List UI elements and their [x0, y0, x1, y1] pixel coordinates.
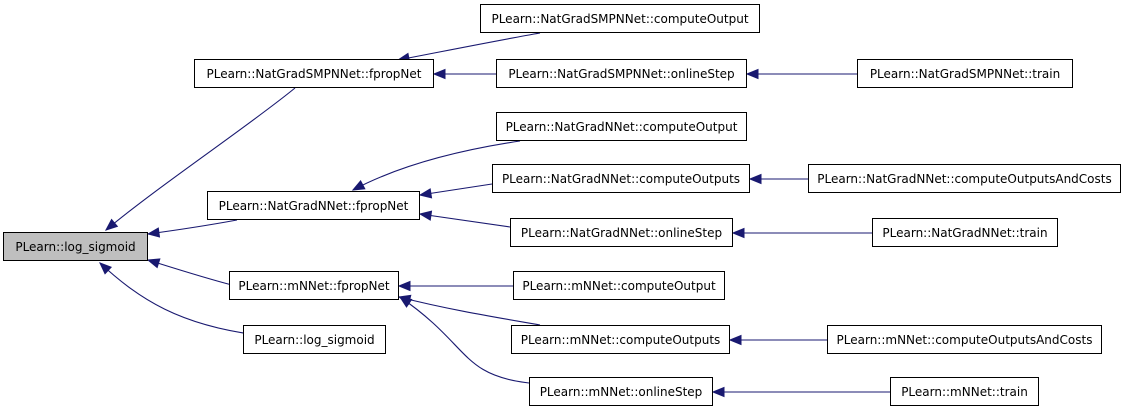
edge-n7-to-n5 [418, 183, 493, 199]
node-natgradsmpnnet-computeoutput[interactable]: PLearn::NatGradSMPNNet::computeOutput [480, 4, 760, 33]
arrowhead-icon [432, 68, 446, 80]
edge-n14-to-n13 [728, 334, 827, 346]
arrowhead-icon [748, 173, 762, 185]
node-natgradnnet-onlinestep[interactable]: PLearn::NatGradNNet::onlineStep [510, 218, 733, 247]
edge-n11-to-n0 [146, 258, 233, 286]
edge-line [147, 259, 233, 286]
edge-line [399, 296, 530, 384]
edge-n8-to-n7 [748, 173, 808, 185]
edge-line [419, 213, 511, 228]
edge-n17-to-n0 [99, 262, 258, 336]
node-natgradsmpnnet-fpropnet[interactable]: PLearn::NatGradSMPNNet::fpropNet [194, 59, 434, 88]
edge-n4-to-n3 [745, 68, 857, 80]
arrowhead-icon [398, 296, 413, 308]
node-natgradsmpnnet-onlinestep[interactable]: PLearn::NatGradSMPNNet::onlineStep [496, 59, 747, 88]
node-natgradnnet-fpropnet[interactable]: PLearn::NatGradNNet::fpropNet [207, 191, 420, 220]
node-mnnet-train[interactable]: PLearn::mNNet::train [890, 377, 1039, 406]
arrowhead-icon [351, 179, 366, 191]
arrowhead-icon [418, 188, 433, 199]
node-mnnet-fpropnet[interactable]: PLearn::mNNet::fpropNet [229, 271, 399, 300]
edge-n15-to-n11 [398, 296, 530, 384]
edge-n3-to-n1 [432, 68, 496, 80]
node-natgradnnet-computeoutputsandcosts[interactable]: PLearn::NatGradNNet::computeOutputsAndCo… [808, 164, 1121, 193]
node-natgradnnet-computeoutputs[interactable]: PLearn::NatGradNNet::computeOutputs [492, 164, 750, 193]
edge-n9-to-n5 [418, 210, 511, 228]
node-log-sigmoid-root[interactable]: PLearn::log_sigmoid [3, 232, 148, 261]
arrowhead-icon [728, 334, 742, 346]
edge-n2-to-n1 [396, 32, 541, 63]
edge-n1-to-n0 [104, 87, 296, 231]
arrowhead-icon [731, 227, 745, 239]
arrowhead-icon [99, 262, 113, 275]
node-mnnet-computeoutputs[interactable]: PLearn::mNNet::computeOutputs [511, 325, 730, 354]
node-mnnet-onlinestep[interactable]: PLearn::mNNet::onlineStep [529, 377, 713, 406]
node-natgradnnet-train[interactable]: PLearn::NatGradNNet::train [872, 218, 1058, 247]
edge-line [398, 296, 541, 326]
node-mnnet-computeoutput[interactable]: PLearn::mNNet::computeOutput [513, 271, 725, 300]
edge-n10-to-n9 [731, 227, 872, 239]
arrowhead-icon [397, 280, 411, 292]
edge-n16-to-n15 [711, 386, 890, 398]
arrowhead-icon [146, 258, 161, 269]
edge-line [99, 262, 258, 336]
edge-n5-to-n0 [146, 219, 238, 238]
arrowhead-icon [745, 68, 759, 80]
edge-line [105, 87, 296, 231]
edge-line [352, 140, 521, 191]
edge-line [397, 32, 541, 61]
node-natgradnnet-computeoutput[interactable]: PLearn::NatGradNNet::computeOutput [496, 112, 747, 141]
node-log-sigmoid-overload[interactable]: PLearn::log_sigmoid [243, 325, 386, 354]
node-mnnet-computeoutputsandcosts[interactable]: PLearn::mNNet::computeOutputsAndCosts [827, 325, 1102, 354]
edge-line [419, 183, 493, 196]
arrowhead-icon [418, 210, 433, 221]
arrowhead-icon [146, 227, 161, 238]
edge-n6-to-n5 [351, 140, 521, 191]
arrowhead-icon [711, 386, 725, 398]
edge-line [147, 219, 238, 235]
edge-n12-to-n11 [397, 280, 513, 292]
node-natgradsmpnnet-train[interactable]: PLearn::NatGradSMPNNet::train [857, 59, 1073, 88]
arrowhead-icon [104, 218, 119, 231]
